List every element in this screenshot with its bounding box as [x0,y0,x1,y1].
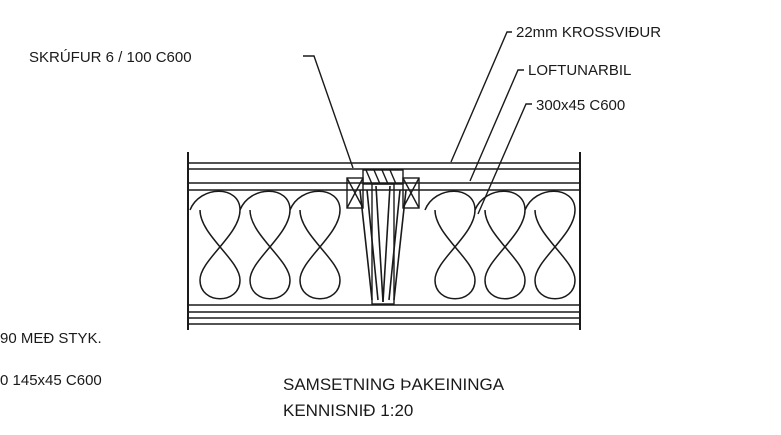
left-label-line2: 0 145x45 C600 [0,372,102,389]
joist-label: 300x45 C600 [536,97,625,114]
section-outline [187,152,581,330]
drawing-title: SAMSETNING ÞAKEININGA [283,375,505,394]
drawing-scale: KENNISNIÐ 1:20 [283,401,413,420]
insulation-left [189,190,341,300]
insulation-right [424,190,576,300]
plywood-label: 22mm KROSSVIÐUR [516,24,661,41]
screws [359,185,407,303]
batten-label: LOFTUNARBIL [528,62,631,79]
batten-layer [188,182,580,191]
left-label-line1: 90 MEÐ STYK. [0,330,102,347]
screws-label: SKRÚFUR 6 / 100 C600 [29,49,192,66]
leader-lines [303,31,532,215]
bottom-layers [188,304,580,325]
plywood-layer [188,162,580,170]
joint-blocks [346,169,420,305]
